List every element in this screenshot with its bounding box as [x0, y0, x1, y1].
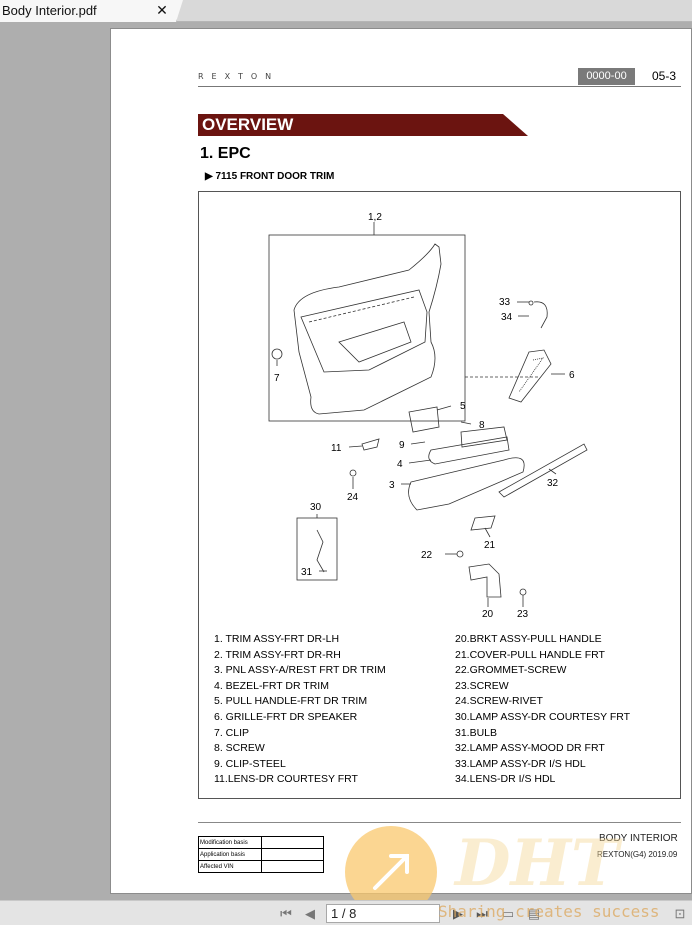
- list-item: 24.SCREW-RIVET: [455, 695, 543, 708]
- list-item: 2. TRIM ASSY-FRT DR-RH: [214, 648, 341, 661]
- footer-title: BODY INTERIOR: [599, 833, 678, 844]
- single-page-view-icon[interactable]: ▭: [501, 906, 515, 921]
- fit-page-icon[interactable]: ⊡: [674, 906, 686, 921]
- list-item: 5. PULL HANDLE-FRT DR TRIM: [214, 695, 368, 708]
- document-tab[interactable]: Body Interior.pdf ✕: [0, 0, 183, 22]
- speaker-grille: [508, 349, 552, 403]
- first-page-icon[interactable]: ⏮: [280, 906, 292, 921]
- callout-label: 24: [347, 492, 359, 503]
- pdf-page: REXTON 0000-00 05-3 OVERVIEW 1. EPC ▶ 71…: [110, 28, 692, 894]
- handle-bracket: [468, 563, 502, 598]
- list-item: 9. CLIP-STEEL: [214, 757, 286, 770]
- modification-table: Modification basis Application basis Aff…: [198, 836, 324, 873]
- callout-label: 23: [517, 609, 529, 620]
- pdf-toolbar: ⏮ ◀ 1 / 8 ▶ ⏭ ▭ ▤ ⊡: [0, 900, 692, 925]
- callout-label: 11: [331, 443, 342, 454]
- next-page-icon[interactable]: ▶: [453, 906, 463, 921]
- armrest-panel: [408, 457, 525, 511]
- callout-label: 34: [501, 312, 513, 323]
- close-icon[interactable]: ✕: [156, 2, 168, 18]
- list-item: 3. PNL ASSY-A/REST FRT DR TRIM: [214, 664, 386, 677]
- last-page-icon[interactable]: ⏭: [476, 906, 488, 921]
- door-trim-panel: [293, 243, 442, 415]
- callout-label: 1,2: [368, 212, 382, 223]
- watermark-logo: DHT: [455, 826, 619, 901]
- overview-title: OVERVIEW: [202, 115, 294, 134]
- mod-row-label: Application basis: [198, 848, 262, 861]
- mod-row-label: Modification basis: [198, 836, 262, 849]
- watermark-text: Sharing creates success: [438, 902, 660, 921]
- callout-label: 30: [310, 502, 322, 513]
- header-rule: [198, 86, 681, 87]
- callout-label: 22: [421, 550, 433, 561]
- footer-rule: [198, 822, 681, 823]
- switch-bezel: [460, 426, 508, 448]
- prev-page-icon[interactable]: ◀: [305, 906, 315, 921]
- callout-label: 5: [460, 401, 466, 412]
- page-ref: 05-3: [652, 69, 677, 83]
- section-code: 0000-00: [578, 68, 635, 85]
- list-item: 33.LAMP ASSY-DR I/S HDL: [455, 757, 586, 770]
- list-item: 22.GROMMET-SCREW: [455, 664, 567, 677]
- callout-label: 32: [547, 478, 559, 489]
- list-item: 4. BEZEL-FRT DR TRIM: [214, 679, 329, 692]
- callout-label: 31: [301, 567, 313, 578]
- section-heading: 1. EPC: [200, 145, 251, 162]
- brand-logo: REXTON: [198, 72, 280, 81]
- callout-label: 33: [499, 297, 511, 308]
- list-item: 6. GRILLE-FRT DR SPEAKER: [214, 710, 358, 723]
- tab-title: Body Interior.pdf: [2, 3, 97, 18]
- list-item: 32.LAMP ASSY-MOOD DR FRT: [455, 742, 605, 755]
- callout-label: 21: [484, 540, 496, 551]
- list-item: 7. CLIP: [214, 726, 250, 739]
- callout-label: 6: [569, 370, 575, 381]
- list-item: 20.BRKT ASSY-PULL HANDLE: [455, 633, 602, 645]
- footer-model: REXTON(G4) 2019.09: [597, 850, 678, 859]
- list-item: 23.SCREW: [455, 679, 509, 692]
- list-item: 31.BULB: [455, 726, 498, 739]
- door-trim-diagram: 1,2 33 34 6 7 5 8 11 9 4 3 32 24 30 21 2…: [268, 212, 588, 620]
- parts-list-right: 20.BRKT ASSY-PULL HANDLE 21.COVER-PULL H…: [455, 632, 630, 788]
- list-item: 8. SCREW: [214, 742, 265, 755]
- page-number-input[interactable]: 1 / 8: [326, 904, 440, 923]
- callout-label: 7: [274, 373, 280, 384]
- list-item: 11.LENS-DR COURTESY FRT: [214, 773, 358, 786]
- callout-label: 8: [479, 420, 485, 431]
- tab-bar: Body Interior.pdf ✕: [0, 0, 692, 22]
- overview-banner: OVERVIEW: [198, 114, 528, 136]
- continuous-view-icon[interactable]: ▤: [527, 906, 541, 921]
- arrow-icon: [373, 854, 409, 890]
- list-item: 30.LAMP ASSY-DR COURTESY FRT: [455, 710, 631, 723]
- subsection-heading: ▶ 7115 FRONT DOOR TRIM: [205, 171, 335, 182]
- callout-label: 9: [399, 440, 405, 451]
- callout-label: 3: [389, 480, 395, 491]
- list-item: 34.LENS-DR I/S HDL: [455, 773, 556, 786]
- door-trim-frame: [268, 234, 466, 422]
- list-item: 21.COVER-PULL HANDLE FRT: [455, 648, 605, 661]
- list-item: 1. TRIM ASSY-FRT DR-LH: [214, 633, 340, 645]
- callout-label: 20: [482, 609, 494, 620]
- parts-list-left: 1. TRIM ASSY-FRT DR-LH 2. TRIM ASSY-FRT …: [214, 632, 386, 788]
- exploded-diagram: 1,2 33 34 6 7 5 8 11 9 4 3 32 24 30 21 2…: [198, 191, 681, 799]
- callout-label: 4: [397, 459, 403, 470]
- mod-row-label: Affected VIN: [198, 860, 262, 873]
